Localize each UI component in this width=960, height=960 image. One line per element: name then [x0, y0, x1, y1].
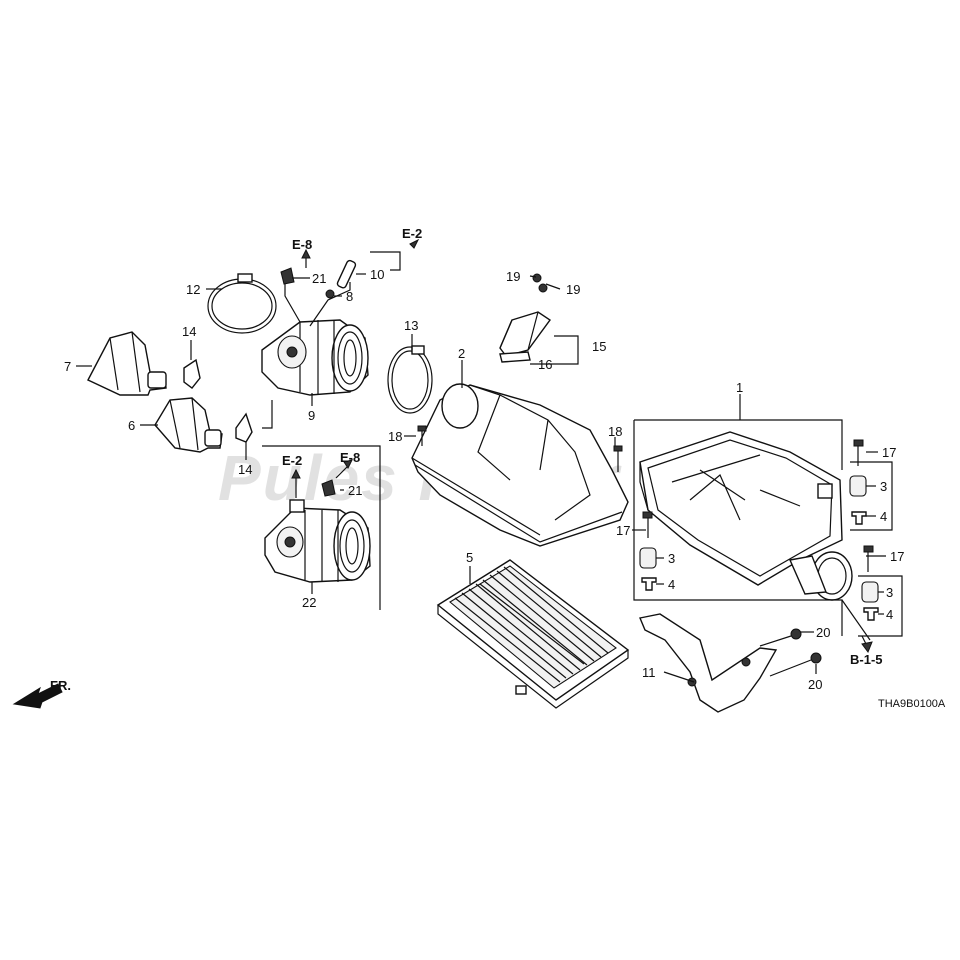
- part-5-air-filter: [436, 559, 630, 709]
- leader-lines: [76, 251, 886, 683]
- part-14-clip-a: [183, 358, 201, 389]
- ref-e2-upper: E-2: [402, 226, 422, 241]
- part-13-clamp: [387, 345, 433, 414]
- callout-5: 5: [466, 550, 473, 565]
- part-21-clip-upper: [280, 267, 295, 285]
- part-20-bolt-lower: [769, 652, 822, 677]
- callout-14: 14: [238, 462, 252, 477]
- ref-e8-lower: E-8: [340, 450, 360, 465]
- part-10-nipple: [336, 259, 357, 289]
- part-3-grommet-lower: [861, 581, 879, 603]
- part-2-cleaner-cover: [411, 383, 629, 547]
- part-6-resonator: [154, 397, 223, 453]
- callout-7: 7: [64, 359, 71, 374]
- part-12-clamp: [207, 273, 277, 334]
- reference-codes: E-8 E-2 E-2 E-8 B-1-5: [282, 226, 883, 667]
- part-19-clips: [532, 273, 548, 293]
- part-11-bracket: [639, 613, 778, 713]
- direction-label: FR.: [50, 678, 71, 693]
- callout-9: 9: [308, 408, 315, 423]
- ref-e8-upper: E-8: [292, 237, 312, 252]
- part-14-clip-b: [235, 412, 253, 443]
- callout-3: 3: [886, 585, 893, 600]
- group-bracket-3-4-right: [850, 461, 893, 531]
- callout-18: 18: [608, 424, 622, 439]
- part-21-clip-lower: [321, 479, 336, 497]
- part-20-bolt-upper: [759, 628, 802, 647]
- callout-19: 19: [566, 282, 580, 297]
- callout-4: 4: [880, 509, 887, 524]
- callout-19: 19: [506, 269, 520, 284]
- callout-20: 20: [808, 677, 822, 692]
- callout-4: 4: [886, 607, 893, 622]
- callout-18: 18: [388, 429, 402, 444]
- part-3-grommet-left: [639, 547, 657, 569]
- part-4-collar-lower: [863, 607, 879, 621]
- callout-8: 8: [346, 289, 353, 304]
- group-bracket-3-4-lower: [858, 575, 903, 637]
- callout-6: 6: [128, 418, 135, 433]
- part-17-bolt-lower: [863, 545, 874, 572]
- ref-b-1-5: B-1-5: [850, 652, 883, 667]
- part-3-grommet-right: [849, 475, 867, 497]
- part-8-bolt: [325, 289, 335, 299]
- callout-15: 15: [592, 339, 606, 354]
- part-22-air-tube: [264, 499, 371, 583]
- drawing-code: THA9B0100A: [878, 698, 946, 710]
- part-9-air-tube: [261, 319, 369, 396]
- callout-14: 14: [182, 324, 196, 339]
- ref-e2-lower: E-2: [282, 453, 302, 468]
- part-15-intake-duct: [499, 311, 551, 357]
- callout-22: 22: [302, 595, 316, 610]
- callout-3: 3: [880, 479, 887, 494]
- part-4-collar-left: [641, 577, 657, 591]
- front-direction-arrow: FR.: [12, 678, 71, 709]
- callout-3: 3: [668, 551, 675, 566]
- callout-21: 21: [348, 483, 362, 498]
- callout-17: 17: [890, 549, 904, 564]
- part-17-bolt-top: [853, 439, 864, 466]
- callouts: 1 2 3 3 3 4 4 4 5 6 7 8 9 10 11 12 13 14…: [64, 267, 904, 692]
- part-1-cleaner-case: [639, 431, 853, 601]
- callout-12: 12: [186, 282, 200, 297]
- callout-17: 17: [616, 523, 630, 538]
- callout-11: 11: [642, 665, 656, 680]
- part-16-seal: [499, 351, 531, 363]
- callout-17: 17: [882, 445, 896, 460]
- callout-2: 2: [458, 346, 465, 361]
- group-box-1: [633, 419, 843, 636]
- callout-13: 13: [404, 318, 418, 333]
- group-bracket-22: [262, 445, 381, 610]
- callout-4: 4: [668, 577, 675, 592]
- ref-arrows: [291, 238, 873, 654]
- part-7-resonator: [87, 331, 167, 396]
- callout-20: 20: [816, 625, 830, 640]
- callout-21: 21: [312, 271, 326, 286]
- callout-16: 16: [538, 357, 552, 372]
- part-18-bolt-a: [417, 425, 427, 446]
- part-17-bolt-left: [642, 511, 653, 538]
- callout-10: 10: [370, 267, 384, 282]
- callout-1: 1: [736, 380, 743, 395]
- part-4-collar-right: [851, 511, 867, 525]
- part-18-bolt-b: [613, 445, 623, 472]
